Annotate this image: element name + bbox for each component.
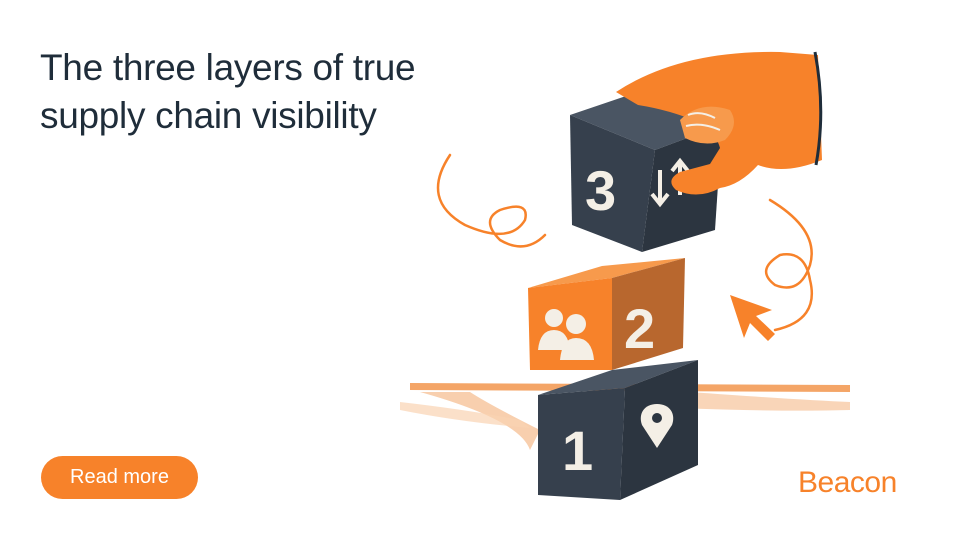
read-more-button[interactable]: Read more bbox=[41, 456, 198, 499]
swirl-right bbox=[765, 198, 813, 332]
stacked-blocks-illustration: 1 2 3 bbox=[400, 51, 850, 500]
block-2-digit: 2 bbox=[624, 297, 655, 360]
block-1: 1 bbox=[538, 360, 698, 500]
title-line-1: The three layers of true bbox=[40, 47, 416, 88]
people-icon bbox=[538, 309, 594, 360]
block-2: 2 bbox=[528, 258, 685, 370]
title-line-2: supply chain visibility bbox=[40, 95, 377, 136]
cursor-icon bbox=[730, 295, 775, 341]
block-3-digit: 3 bbox=[585, 159, 616, 222]
table-surface bbox=[400, 383, 850, 450]
brand-logo: Beacon bbox=[798, 466, 897, 499]
block-1-digit: 1 bbox=[562, 419, 593, 482]
swirl-left bbox=[436, 153, 547, 248]
page-title: The three layers of true supply chain vi… bbox=[40, 44, 480, 140]
location-pin-icon bbox=[640, 404, 674, 448]
hand bbox=[616, 51, 823, 195]
